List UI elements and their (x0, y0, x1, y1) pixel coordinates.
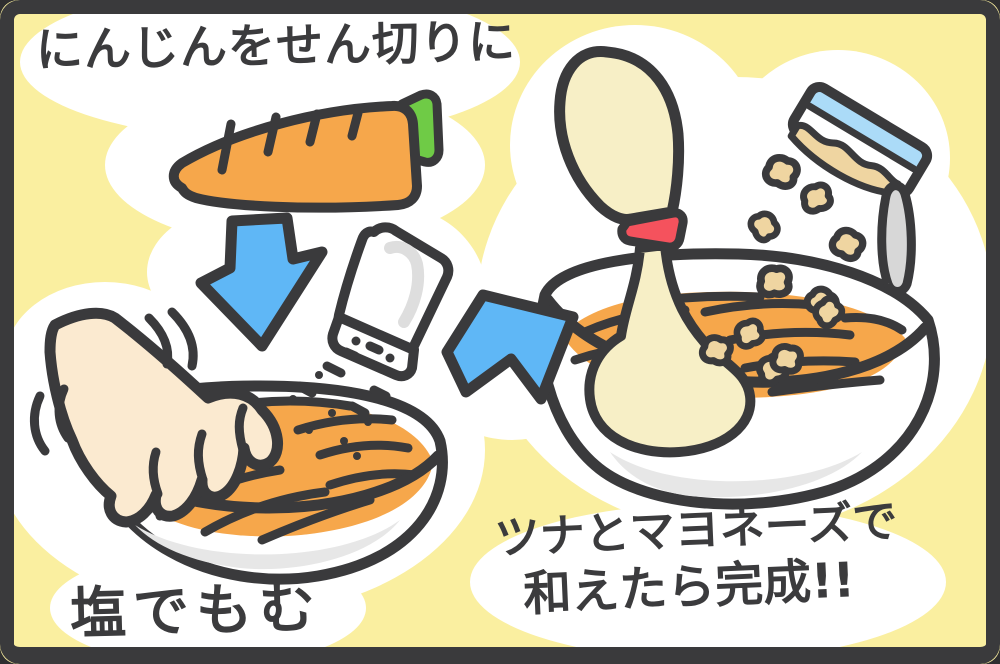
arrow-down-icon (195, 212, 328, 352)
arrow-up-right-icon (441, 289, 579, 405)
mayonnaise-bottle-icon (554, 46, 688, 252)
tuna-can-icon (787, 81, 933, 199)
caption-step2: 塩でもむ (69, 575, 323, 648)
can-lid-icon (877, 181, 916, 296)
caption-step3: ツナとマヨネーズで 和えたら完成!! (494, 494, 901, 623)
salt-sprinkles (289, 361, 391, 460)
salt-shaker-icon (327, 222, 454, 382)
right-bowl-scene (535, 46, 940, 510)
carrot-icon (168, 89, 444, 213)
caption-step1: にんじんをせん切りに (35, 14, 517, 79)
left-bowl-scene (29, 222, 454, 585)
hand-icon (44, 307, 284, 528)
motion-lines (29, 307, 198, 456)
